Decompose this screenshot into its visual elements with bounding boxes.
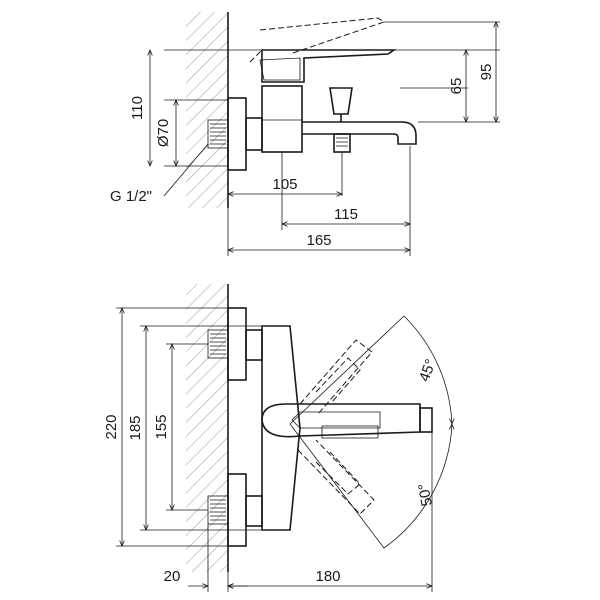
wall-flange-upper [227,307,247,381]
wall-flange-lower [227,473,247,547]
dim-label-dia70: Ø70 [155,119,172,147]
eccentric-connector-top [207,119,229,149]
angle-arc-45 [403,315,452,424]
connector-nut-top [245,117,263,151]
plan-view: 45° 50° 220 185 155 20 180 [103,284,452,592]
dim-label-105: 105 [272,176,297,193]
connector-nut-upper [245,329,263,361]
dim-label-95: 95 [478,64,495,81]
shower-outlet [333,133,351,153]
wall-flange-top [227,97,247,171]
wall-hatch-top [186,12,228,208]
dim-label-180: 180 [315,568,340,585]
dim-label-20: 20 [164,568,181,585]
lever-handle-plan [261,403,421,438]
spout-side [302,121,417,145]
dim-label-220: 220 [103,414,120,439]
dim-label-115: 115 [334,206,358,223]
dim-label-65: 65 [448,78,465,95]
spout-tip-plan [419,407,433,433]
lever-slot [321,425,379,439]
angle-label-45: 45° [416,357,440,384]
lever-raised-ghost [259,17,386,55]
handle-ghost-50 [297,439,375,515]
mixer-body-plan [261,325,301,531]
dim-label-110: 110 [129,96,146,120]
side-view: 110 Ø70 65 95 G 1/2" 105 115 165 [110,12,500,256]
angle-label-50: 50° [415,482,436,507]
dim-label-155: 155 [153,414,170,439]
dim-label-thread: G 1/2" [110,188,152,205]
handle-ghost-45 [299,339,373,415]
thread-leader [163,143,209,197]
mixer-body-side [261,85,303,153]
wall-hatch-bottom [186,284,228,572]
connector-nut-lower [245,495,263,527]
dim-label-165: 165 [306,232,331,249]
diverter-knob [329,87,353,115]
lever-handle-side [261,49,397,83]
dim-label-185: 185 [127,415,144,440]
